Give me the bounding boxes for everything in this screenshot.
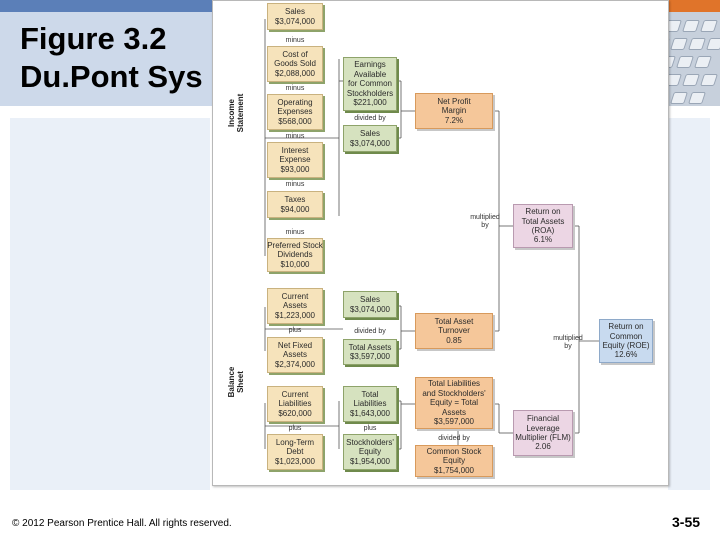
node-earnings-available: Earnings Available for Common Stockholde… xyxy=(343,57,397,111)
node-stockholders-equity: Stockholders' Equity $1,954,000 xyxy=(343,434,397,470)
node-cost-of-goods-sold: Cost of Goods Sold $2,088,000 xyxy=(267,46,323,82)
keyboard-key xyxy=(700,20,718,32)
keyboard-key xyxy=(670,38,688,50)
operator-divided-by: divided by xyxy=(415,435,493,443)
keyboard-key xyxy=(670,92,688,104)
node-sales-income: Sales $3,074,000 xyxy=(343,125,397,152)
keyboard-key xyxy=(676,56,694,68)
keyboard-key xyxy=(688,38,706,50)
node-common-stock-equity: Common Stock Equity $1,754,000 xyxy=(415,445,493,477)
node-total-liabilities-and-equity: Total Liabilities and Stockholders' Equi… xyxy=(415,377,493,429)
slide-title: Figure 3.2 Du.Pont Sys xyxy=(20,20,203,96)
operator-multiplied-by: multiplied by xyxy=(541,335,595,351)
node-taxes: Taxes $94,000 xyxy=(267,191,323,218)
operator-minus: minus xyxy=(267,181,323,189)
operator-minus: minus xyxy=(267,85,323,93)
dupont-figure: Income Statement Balance Sheet Sales $3,… xyxy=(212,0,669,486)
keyboard-key xyxy=(682,74,700,86)
node-current-assets: Current Assets $1,223,000 xyxy=(267,288,323,324)
node-net-profit-margin: Net Profit Margin 7.2% xyxy=(415,93,493,129)
node-sales-balance: Sales $3,074,000 xyxy=(343,291,397,318)
node-operating-expenses: Operating Expenses $568,000 xyxy=(267,94,323,130)
keyboard-key xyxy=(682,20,700,32)
page-number: 3-55 xyxy=(672,514,700,530)
keyboard-key xyxy=(694,56,712,68)
node-total-asset-turnover: Total Asset Turnover 0.85 xyxy=(415,313,493,349)
content-panel-right xyxy=(668,118,710,490)
node-sales: Sales $3,074,000 xyxy=(267,3,323,30)
keyboard-key xyxy=(688,92,706,104)
node-current-liabilities: Current Liabilities $620,000 xyxy=(267,386,323,422)
footer-copyright: © 2012 Pearson Prentice Hall. All rights… xyxy=(12,518,232,529)
keyboard-key xyxy=(706,38,720,50)
operator-divided-by: divided by xyxy=(343,328,397,336)
node-return-on-common-equity: Return on Common Equity (ROE) 12.6% xyxy=(599,319,653,363)
node-long-term-debt: Long-Term Debt $1,023,000 xyxy=(267,434,323,470)
node-total-assets: Total Assets $3,597,000 xyxy=(343,339,397,365)
section-label-income: Income Statement xyxy=(227,73,245,153)
section-label-balance: Balance Sheet xyxy=(227,342,245,422)
content-panel-left xyxy=(10,118,210,490)
operator-minus: minus xyxy=(267,37,323,45)
operator-plus: plus xyxy=(343,425,397,433)
node-net-fixed-assets: Net Fixed Assets $2,374,000 xyxy=(267,337,323,373)
operator-minus: minus xyxy=(267,229,323,237)
node-total-liabilities: Total Liabilities $1,643,000 xyxy=(343,386,397,422)
title-accent-orange xyxy=(660,0,720,12)
operator-multiplied-by: multiplied by xyxy=(459,214,511,230)
node-financial-leverage-multiplier: Financial Leverage Multiplier (FLM) 2.06 xyxy=(513,410,573,456)
node-interest-expense: Interest Expense $93,000 xyxy=(267,142,323,178)
operator-plus: plus xyxy=(267,425,323,433)
operator-minus: minus xyxy=(267,133,323,141)
keyboard-key xyxy=(700,74,718,86)
node-return-on-total-assets: Return on Total Assets (ROA) 6.1% xyxy=(513,204,573,248)
node-preferred-stock-dividends: Preferred Stock Dividends $10,000 xyxy=(267,238,323,272)
operator-divided-by: divided by xyxy=(343,115,397,123)
operator-plus: plus xyxy=(267,327,323,335)
